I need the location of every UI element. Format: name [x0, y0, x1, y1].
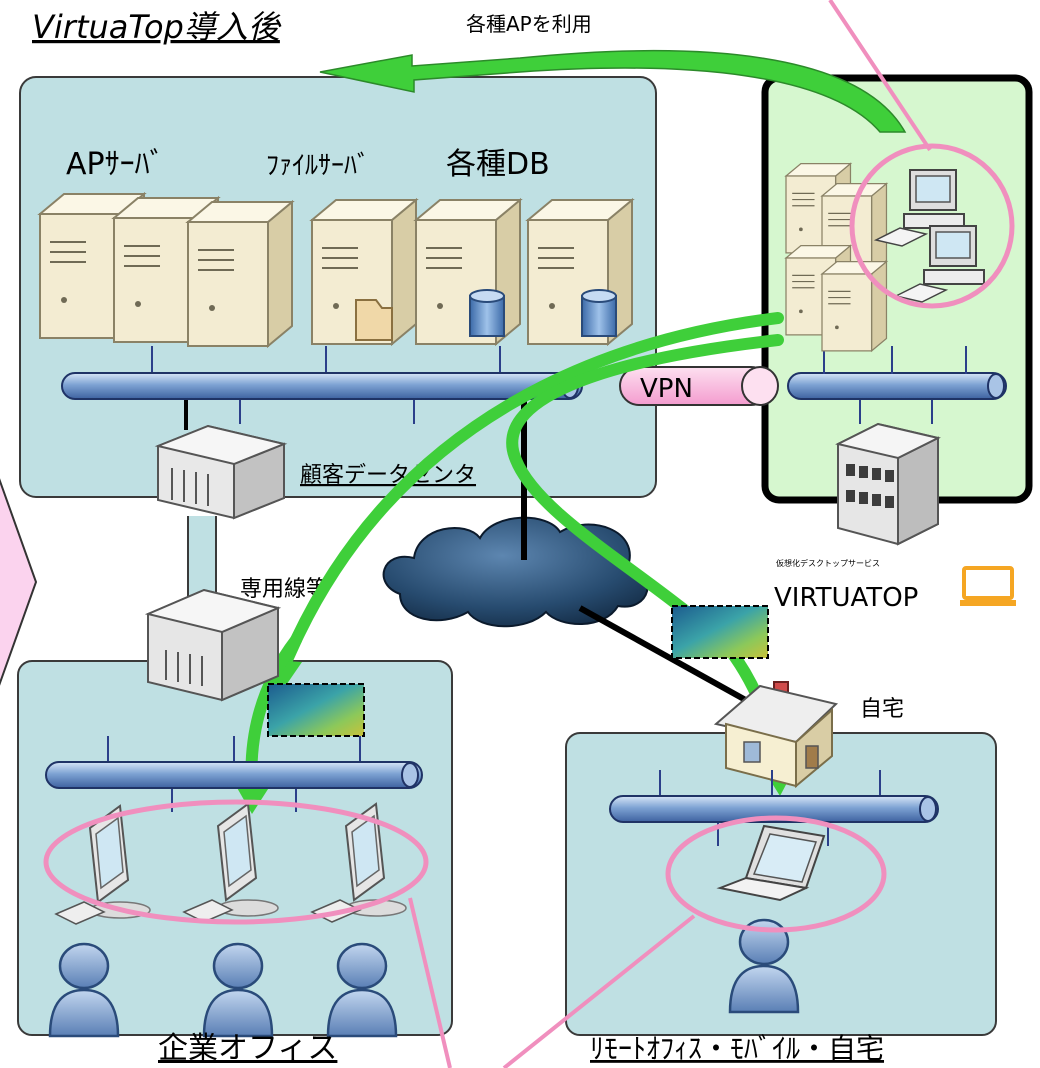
page-title: VirtuaTop導入後: [32, 8, 282, 46]
cloud-to-home-link: [578, 605, 762, 711]
desktop-highlight-circle: [849, 143, 1015, 309]
top-arrow: [319, 50, 907, 133]
office-network-bus: [45, 761, 423, 789]
office-bus-drops: [107, 736, 361, 812]
pink-pointer-remote: [502, 914, 696, 1068]
database-server-icon: [527, 199, 633, 345]
datacenter-network-bus: [61, 372, 583, 400]
vpn-tunnel: VPN: [619, 366, 779, 406]
pink-pointer-office: [408, 897, 452, 1068]
datacenter-label: 顧客データセンタ: [300, 463, 476, 488]
desktop-screen-thumbnail: [267, 683, 365, 737]
home-icon: [713, 681, 839, 789]
desktop-pc-icon: [873, 169, 965, 247]
internet-cloud-icon: [382, 516, 649, 628]
top-arrow-label: 各種APを利用: [466, 12, 592, 36]
office-client-highlight: [43, 799, 429, 925]
group-label-file-server: ﾌｧｲﾙｻｰﾊﾞ: [266, 151, 370, 181]
home-label: 自宅: [860, 697, 904, 722]
office-building-icon: [835, 422, 941, 546]
server-icon: [821, 260, 888, 352]
laptop-icon: [716, 824, 826, 902]
remote-client-highlight: [665, 815, 887, 933]
group-label-db: 各種DB: [446, 147, 550, 182]
office-label: 企業オフィス: [158, 1031, 337, 1066]
database-server-icon: [415, 199, 521, 345]
remote-network-bus: [609, 795, 939, 823]
remote-label: ﾘﾓｰﾄｵﾌｨｽ・ﾓﾊﾞｲﾙ・自宅: [590, 1032, 884, 1065]
left-chevron-shape: [0, 478, 38, 686]
pink-pointer-top: [828, 0, 932, 152]
group-label-ap-server: APｻｰﾊﾞ: [66, 147, 165, 182]
logo-monitor-icon: [960, 566, 1016, 606]
virtuatop-network-bus: [787, 372, 1007, 400]
vpn-label: VPN: [640, 374, 693, 404]
logo-text: VIRTUATOP: [774, 583, 918, 613]
logo-tagline: 仮想化デスクトップサービス: [776, 558, 880, 568]
branch-office-building-icon: [144, 588, 282, 702]
desktop-pc-icon: [893, 225, 985, 303]
datacenter-gateway-building-icon: [154, 424, 288, 520]
server-icon: [187, 201, 293, 347]
bus-drop-lines: [151, 346, 501, 424]
file-server-icon: [311, 199, 417, 345]
desktop-screen-thumbnail: [671, 605, 769, 659]
